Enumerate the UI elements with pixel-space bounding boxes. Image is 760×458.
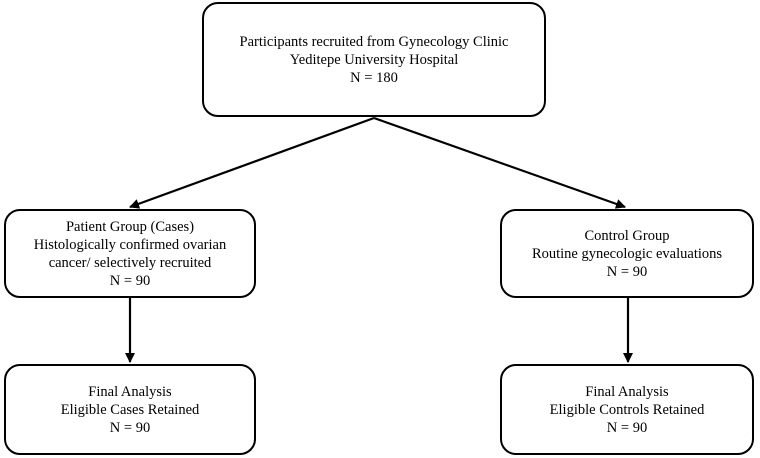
final-analysis-controls-desc: Eligible Controls Retained (549, 401, 705, 418)
final-analysis-cases-title: Final Analysis (88, 383, 172, 400)
patient-group-count: N = 90 (109, 272, 151, 289)
final-analysis-controls-title: Final Analysis (585, 383, 669, 400)
patient-group-title: Patient Group (Cases) (65, 218, 195, 235)
control-group-box: Control Group Routine gynecologic evalua… (500, 209, 754, 298)
recruitment-box: Participants recruited from Gynecology C… (202, 2, 546, 117)
arrow-to-cases (129, 116, 375, 209)
patient-group-desc-line2: cancer/ selectively recruited (48, 254, 212, 271)
final-analysis-controls-count: N = 90 (606, 419, 648, 436)
control-group-count: N = 90 (606, 263, 648, 280)
final-analysis-cases-count: N = 90 (109, 419, 151, 436)
patient-group-box: Patient Group (Cases) Histologically con… (4, 209, 256, 298)
recruitment-count: N = 180 (350, 69, 398, 86)
patient-group-desc-line1: Histologically confirmed ovarian (33, 236, 227, 253)
control-group-desc: Routine gynecologic evaluations (531, 245, 723, 262)
control-group-title: Control Group (584, 227, 670, 244)
final-analysis-cases-desc: Eligible Cases Retained (60, 401, 200, 418)
arrow-to-controls (373, 116, 626, 209)
final-analysis-controls-box: Final Analysis Eligible Controls Retaine… (500, 364, 754, 455)
recruitment-source-label: Participants recruited from Gynecology C… (239, 33, 509, 50)
final-analysis-cases-box: Final Analysis Eligible Cases Retained N… (4, 364, 256, 455)
recruitment-hospital-label: Yeditepe University Hospital (289, 51, 459, 68)
